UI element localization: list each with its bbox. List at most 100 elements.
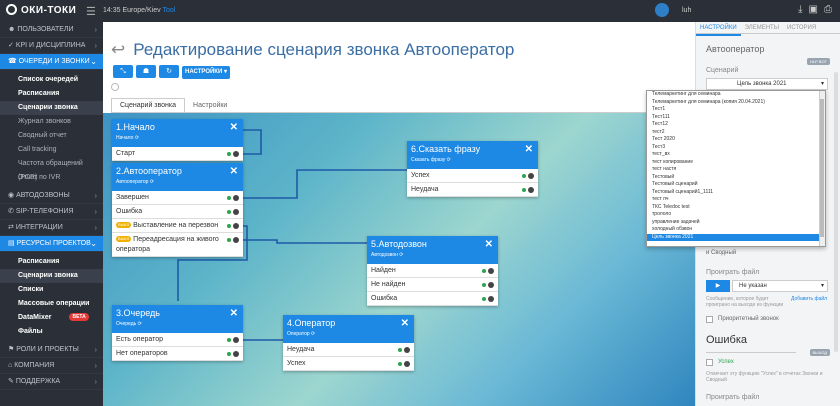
close-icon[interactable]: ✕ bbox=[229, 122, 238, 133]
close-icon[interactable]: ✕ bbox=[484, 239, 493, 250]
dropdown-option[interactable]: холодный обзвон bbox=[652, 226, 693, 232]
tab-panel-elements[interactable]: ЭЛЕМЕНТЫ bbox=[744, 25, 780, 31]
sidebar-subitem-res-scenarios[interactable]: Сценарии звонка bbox=[0, 269, 103, 283]
sidebar-subitem-queue-list[interactable]: Список очередей bbox=[18, 76, 79, 83]
port-handle[interactable] bbox=[528, 173, 534, 179]
tab-scenario[interactable]: Сценарий звонка bbox=[111, 98, 186, 113]
refresh-icon[interactable]: ⟳ bbox=[137, 321, 142, 327]
dropdown-option[interactable]: Цель звонка 2021 bbox=[647, 233, 825, 241]
organize-button[interactable]: ☗ bbox=[136, 65, 156, 78]
sidebar-item-roles[interactable]: ⚑ РОЛИ И ПРОЕКТЫ› bbox=[0, 342, 103, 358]
port-handle[interactable] bbox=[233, 351, 239, 357]
dropdown-option[interactable]: управление задачей bbox=[652, 218, 700, 225]
dropdown-option[interactable]: тест копирование bbox=[652, 158, 693, 165]
dropdown-scroll-thumb[interactable] bbox=[820, 99, 824, 237]
refresh-icon[interactable]: ⟳ bbox=[446, 157, 451, 163]
download-icon[interactable]: ⤓ bbox=[798, 4, 803, 15]
sidebar-item-company[interactable]: ⌂ КОМПАНИЯ› bbox=[0, 358, 103, 374]
save-icon[interactable]: ▣ bbox=[808, 4, 818, 15]
node-header[interactable]: 5.Автодозвон Автодозвон ⟳ ✕ bbox=[367, 236, 498, 264]
port-handle[interactable] bbox=[233, 151, 239, 157]
dropdown-option[interactable]: Тестовый bbox=[652, 173, 675, 180]
port-handle[interactable] bbox=[233, 223, 239, 229]
port-handle[interactable] bbox=[488, 268, 494, 274]
sidebar-item-autodial[interactable]: ◉ АВТОДОЗВОНЫ› bbox=[0, 188, 103, 204]
panel-scrollbar[interactable] bbox=[834, 72, 838, 352]
refresh-icon[interactable]: ⟳ bbox=[149, 179, 155, 185]
dropdown-scrollbar[interactable] bbox=[819, 91, 825, 246]
add-file-link[interactable]: Добавить файл bbox=[791, 296, 828, 302]
dropdown-option[interactable]: Тест12 bbox=[652, 121, 668, 127]
port-handle[interactable] bbox=[233, 195, 239, 201]
sidebar-subitem-call-scenarios[interactable]: Сценарии звонка bbox=[0, 101, 103, 115]
print-icon[interactable]: ⎙ bbox=[824, 4, 832, 15]
sidebar-subitem-files[interactable]: Файлы bbox=[18, 328, 43, 335]
play-file-select[interactable]: Не указан▾ bbox=[732, 280, 828, 292]
tab-panel-settings[interactable]: НАСТРОЙКИ bbox=[696, 22, 741, 36]
success-checkbox[interactable] bbox=[706, 359, 713, 366]
refresh-icon[interactable]: ⟳ bbox=[311, 331, 316, 337]
sidebar-item-resources[interactable]: ▤ РЕСУРСЫ ПРОЕКТОВ⌄ bbox=[0, 236, 103, 252]
sidebar-subitem-summary-report[interactable]: Сводный отчет bbox=[18, 132, 67, 139]
sidebar-subitem-pcr[interactable]: Частота обращений (PCR) bbox=[18, 160, 83, 181]
dropdown-option[interactable]: ТКС Teledoc test bbox=[652, 203, 690, 210]
close-icon[interactable]: ✕ bbox=[229, 166, 238, 177]
scenario-canvas[interactable]: 1.Начало Начало ⟳ ✕ Старт 2.Автооператор… bbox=[103, 113, 695, 406]
node-header[interactable]: 2.Автооператор Автооператор ⟳ ✕ bbox=[112, 163, 243, 191]
node-header[interactable]: 6.Сказать фразу Сказать фразу ⟳ ✕ bbox=[407, 141, 538, 169]
port-handle[interactable] bbox=[488, 296, 494, 302]
scenario-select[interactable]: Цель звонка 2021▾ bbox=[706, 78, 828, 90]
dropdown-option[interactable]: тест2 bbox=[652, 128, 665, 135]
menu-toggle-icon[interactable]: ☰ bbox=[86, 6, 96, 18]
port-handle[interactable] bbox=[404, 347, 410, 353]
node-autooperator[interactable]: 2.Автооператор Автооператор ⟳ ✕ Завершен… bbox=[112, 163, 243, 257]
close-icon[interactable]: ✕ bbox=[524, 144, 533, 155]
sidebar-subitem-res-schedules[interactable]: Расписания bbox=[18, 258, 60, 265]
node-say-phrase[interactable]: 6.Сказать фразу Сказать фразу ⟳ ✕ Успех … bbox=[407, 141, 538, 197]
help-tag[interactable]: HLP BOT bbox=[806, 58, 830, 65]
node-header[interactable]: 1.Начало Начало ⟳ ✕ bbox=[112, 119, 243, 147]
dropdown-option[interactable]: Телемаркетинг для семинара (копия 20.04.… bbox=[652, 98, 765, 105]
dropdown-option[interactable]: Тест111 bbox=[652, 113, 670, 120]
logo[interactable]: ОКИ-ТОКИ bbox=[6, 4, 76, 16]
port-handle[interactable] bbox=[528, 187, 534, 193]
port-handle[interactable] bbox=[233, 209, 239, 215]
sidebar-subitem-schedules[interactable]: Расписания bbox=[18, 90, 60, 97]
refresh-icon[interactable]: ⟳ bbox=[134, 135, 140, 141]
refresh-icon[interactable]: ⟳ bbox=[399, 252, 404, 258]
sidebar-subitem-ivr-report[interactable]: Отчет по IVR bbox=[18, 174, 61, 181]
dropdown-option[interactable]: Тест 2020 bbox=[652, 136, 675, 142]
sidebar-subitem-mass-ops[interactable]: Массовые операции bbox=[18, 300, 90, 307]
dropdown-option[interactable]: тест_вх bbox=[652, 151, 670, 157]
node-operator[interactable]: 4.Оператор Оператор ⟳ ✕ Неудача Успех bbox=[283, 315, 414, 371]
dropdown-option[interactable]: тест настя bbox=[652, 166, 677, 172]
dropdown-option[interactable]: Тест1 bbox=[652, 106, 666, 112]
sidebar-item-kpi[interactable]: ✓ KPI И ДИСЦИПЛИНА› bbox=[0, 38, 103, 54]
dropdown-option[interactable]: Телемаркетинг для семинара bbox=[652, 91, 721, 97]
sidebar-item-queues[interactable]: ☎ ОЧЕРЕДИ И ЗВОНКИ⌄ bbox=[0, 54, 103, 70]
sidebar-item-integrations[interactable]: ⇄ ИНТЕГРАЦИИ› bbox=[0, 220, 103, 236]
sidebar-subitem-call-log[interactable]: Журнал звонков bbox=[18, 118, 71, 125]
node-start[interactable]: 1.Начало Начало ⟳ ✕ Старт bbox=[112, 119, 243, 161]
settings-dropdown-button[interactable]: НАСТРОЙКИ ▾ bbox=[182, 66, 230, 79]
timezone-tool[interactable]: Tool bbox=[162, 7, 176, 14]
reload-button[interactable]: ↻ bbox=[159, 65, 179, 78]
port-handle[interactable] bbox=[404, 361, 410, 367]
sidebar-item-sip[interactable]: ✆ SIP-ТЕЛЕФОНИЯ› bbox=[0, 204, 103, 220]
user-name[interactable]: luh bbox=[682, 7, 692, 14]
dropdown-option[interactable]: тест пч bbox=[652, 196, 669, 202]
node-header[interactable]: 4.Оператор Оператор ⟳ ✕ bbox=[283, 315, 414, 343]
dropdown-option[interactable]: Тестовый сценарий bbox=[652, 181, 698, 187]
sidebar-item-support[interactable]: ✎ ПОДДЕРЖКА› bbox=[0, 374, 103, 390]
sidebar-item-users[interactable]: ☻ ПОЛЬЗОВАТЕЛИ› bbox=[0, 22, 103, 38]
sidebar-subitem-lists[interactable]: Списки bbox=[18, 286, 44, 293]
port-handle[interactable] bbox=[488, 282, 494, 288]
play-button[interactable]: ▶ bbox=[706, 280, 730, 292]
close-icon[interactable]: ✕ bbox=[400, 318, 409, 329]
dropdown-option[interactable]: Тест3 bbox=[652, 143, 666, 150]
port-handle[interactable] bbox=[233, 237, 239, 243]
priority-checkbox[interactable] bbox=[706, 316, 713, 323]
port-handle[interactable] bbox=[233, 337, 239, 343]
